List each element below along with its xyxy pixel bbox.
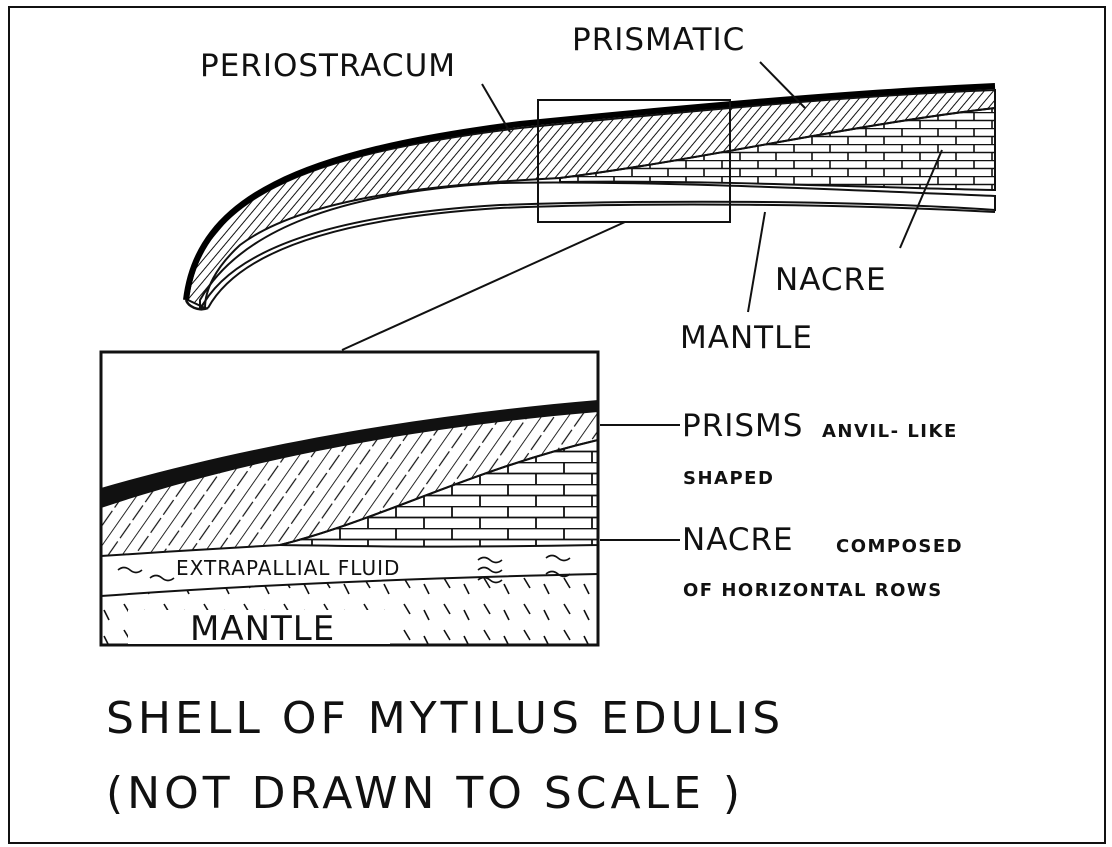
label-nacre: NACRE — [775, 262, 887, 298]
inset-view — [101, 400, 598, 645]
label-prismatic: PRISMATIC — [572, 22, 745, 58]
inset-note-nacre-2: OF HORIZONTAL ROWS — [683, 580, 943, 601]
inset-note-nacre-1: COMPOSED — [836, 536, 963, 557]
inset-label-nacre: NACRE — [682, 522, 794, 558]
label-periostracum: PERIOSTRACUM — [200, 48, 456, 84]
inset-note-prisms-1: ANVIL- LIKE — [822, 421, 958, 442]
inset-label-mantle: MANTLE — [190, 609, 335, 649]
inset-label-prisms: PRISMS — [682, 408, 803, 444]
label-mantle: MANTLE — [680, 320, 813, 356]
caption-line-1: SHELL OF MYTILUS EDULIS — [106, 693, 784, 744]
inset-label-extrapallial: EXTRAPALLIAL FLUID — [176, 556, 400, 580]
leader-mantle — [748, 212, 765, 312]
inset-note-prisms-2: SHAPED — [683, 468, 774, 489]
caption-line-2: (NOT DRAWN TO SCALE ) — [106, 768, 744, 819]
magnify-connector — [342, 222, 625, 350]
